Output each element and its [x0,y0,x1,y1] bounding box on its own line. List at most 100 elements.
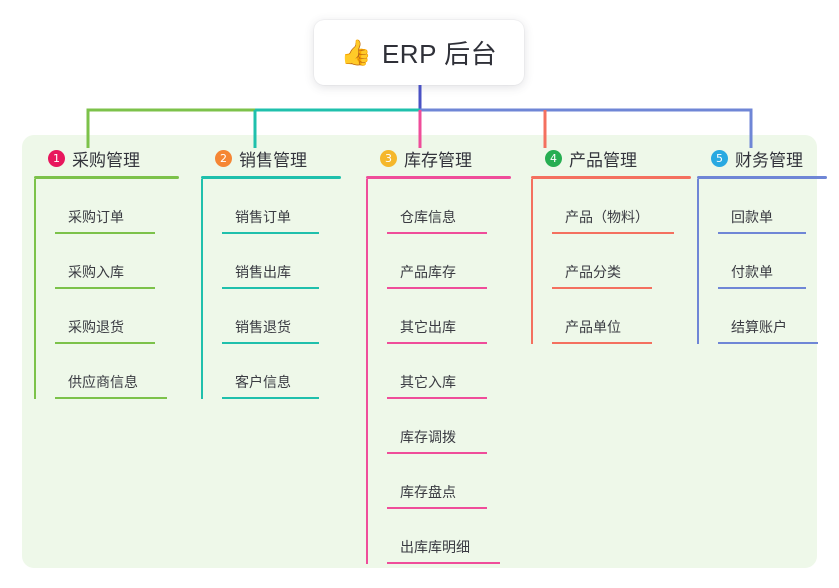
leaf-rule [222,342,319,344]
leaf-rule [718,287,806,289]
list-item[interactable]: 销售退货 [222,289,341,344]
leaf-label: 结算账户 [731,319,787,335]
leaf-rule [55,232,155,234]
leaf-label: 产品分类 [565,264,621,280]
leaf-rule [55,287,155,289]
branch-header-rule-1 [34,176,179,179]
list-item[interactable]: 客户信息 [222,344,341,399]
branch-column-1: 1 采购管理 采购订单 采购入库 采购退货 供应商信息 [34,146,179,399]
list-item[interactable]: 库存调拨 [387,399,511,454]
leaf-rule [718,232,806,234]
branch-header-3[interactable]: 3 库存管理 [366,146,511,170]
branch-header-1[interactable]: 1 采购管理 [34,146,179,170]
leaf-rule [222,397,319,399]
branch-column-2: 2 销售管理 销售订单 销售出库 销售退货 客户信息 [201,146,341,399]
branch-header-4[interactable]: 4 产品管理 [531,146,691,170]
leaf-label: 其它入库 [400,374,456,390]
leaf-rule [552,342,652,344]
list-item[interactable]: 销售出库 [222,234,341,289]
branch-header-2[interactable]: 2 销售管理 [201,146,341,170]
leaf-label: 出库库明细 [400,539,470,555]
branch-header-rule-5 [697,176,827,179]
list-item[interactable]: 销售订单 [222,179,341,234]
leaf-label: 库存调拨 [400,429,456,445]
leaf-label: 仓库信息 [400,209,456,225]
branch-spine-2 [201,179,203,399]
branch-badge-4: 4 [545,149,562,167]
branch-title-1: 采购管理 [72,150,140,170]
list-item[interactable]: 出库库明细 [387,509,511,564]
leaf-rule [718,342,818,344]
branch-leaves-1: 采购订单 采购入库 采购退货 供应商信息 [34,179,179,399]
branch-column-5: 5 财务管理 回款单 付款单 结算账户 [697,146,827,344]
branch-leaves-4: 产品（物料） 产品分类 产品单位 [531,179,691,344]
leaf-rule [387,452,487,454]
branch-badge-5: 5 [711,149,728,167]
branch-spine-5 [697,179,699,344]
leaf-rule [387,232,487,234]
list-item[interactable]: 采购入库 [55,234,179,289]
leaf-label: 客户信息 [235,374,291,390]
branch-column-4: 4 产品管理 产品（物料） 产品分类 产品单位 [531,146,691,344]
branch-title-5: 财务管理 [735,150,803,170]
leaf-label: 采购入库 [68,264,124,280]
branches-panel [22,135,817,568]
list-item[interactable]: 回款单 [718,179,827,234]
branch-header-rule-3 [366,176,511,179]
list-item[interactable]: 产品（物料） [552,179,691,234]
leaf-label: 产品（物料） [565,209,649,225]
leaf-label: 采购订单 [68,209,124,225]
list-item[interactable]: 供应商信息 [55,344,179,399]
branch-header-rule-4 [531,176,691,179]
leaf-label: 付款单 [731,264,773,280]
branch-badge-3: 3 [380,149,397,167]
leaf-label: 销售退货 [235,319,291,335]
list-item[interactable]: 其它入库 [387,344,511,399]
branch-title-3: 库存管理 [404,150,472,170]
leaf-label: 产品单位 [565,319,621,335]
leaf-label: 其它出库 [400,319,456,335]
root-node-content: 👍 ERP 后台 [341,34,497,71]
list-item[interactable]: 库存盘点 [387,454,511,509]
branch-leaves-2: 销售订单 销售出库 销售退货 客户信息 [201,179,341,399]
list-item[interactable]: 采购订单 [55,179,179,234]
root-node[interactable]: 👍 ERP 后台 [314,20,524,85]
leaf-rule [387,507,487,509]
list-item[interactable]: 结算账户 [718,289,827,344]
branch-title-2: 销售管理 [239,150,307,170]
list-item[interactable]: 产品分类 [552,234,691,289]
branch-spine-3 [366,179,368,564]
list-item[interactable]: 付款单 [718,234,827,289]
leaf-label: 供应商信息 [68,374,138,390]
leaf-rule [387,287,487,289]
branch-spine-4 [531,179,533,344]
list-item[interactable]: 产品单位 [552,289,691,344]
leaf-rule [55,397,167,399]
leaf-rule [222,287,319,289]
branch-header-rule-2 [201,176,341,179]
list-item[interactable]: 产品库存 [387,234,511,289]
leaf-rule [55,342,155,344]
leaf-rule [387,397,487,399]
branch-column-3: 3 库存管理 仓库信息 产品库存 其它出库 其它入库 库存调拨 [366,146,511,564]
list-item[interactable]: 其它出库 [387,289,511,344]
leaf-label: 采购退货 [68,319,124,335]
branch-badge-1: 1 [48,149,65,167]
leaf-rule [552,232,674,234]
list-item[interactable]: 仓库信息 [387,179,511,234]
thumbs-up-icon: 👍 [340,38,372,67]
leaf-label: 销售订单 [235,209,291,225]
root-title: ERP 后台 [381,39,498,69]
bus-segment-green [86,108,255,117]
leaf-rule [387,342,487,344]
leaf-label: 库存盘点 [400,484,456,500]
branch-leaves-5: 回款单 付款单 结算账户 [697,179,827,344]
branch-header-5[interactable]: 5 财务管理 [697,146,827,170]
branch-title-4: 产品管理 [569,150,637,170]
list-item[interactable]: 采购退货 [55,289,179,344]
leaf-label: 销售出库 [235,264,291,280]
leaf-rule [222,232,319,234]
leaf-label: 回款单 [731,209,773,225]
branch-spine-1 [34,179,36,399]
